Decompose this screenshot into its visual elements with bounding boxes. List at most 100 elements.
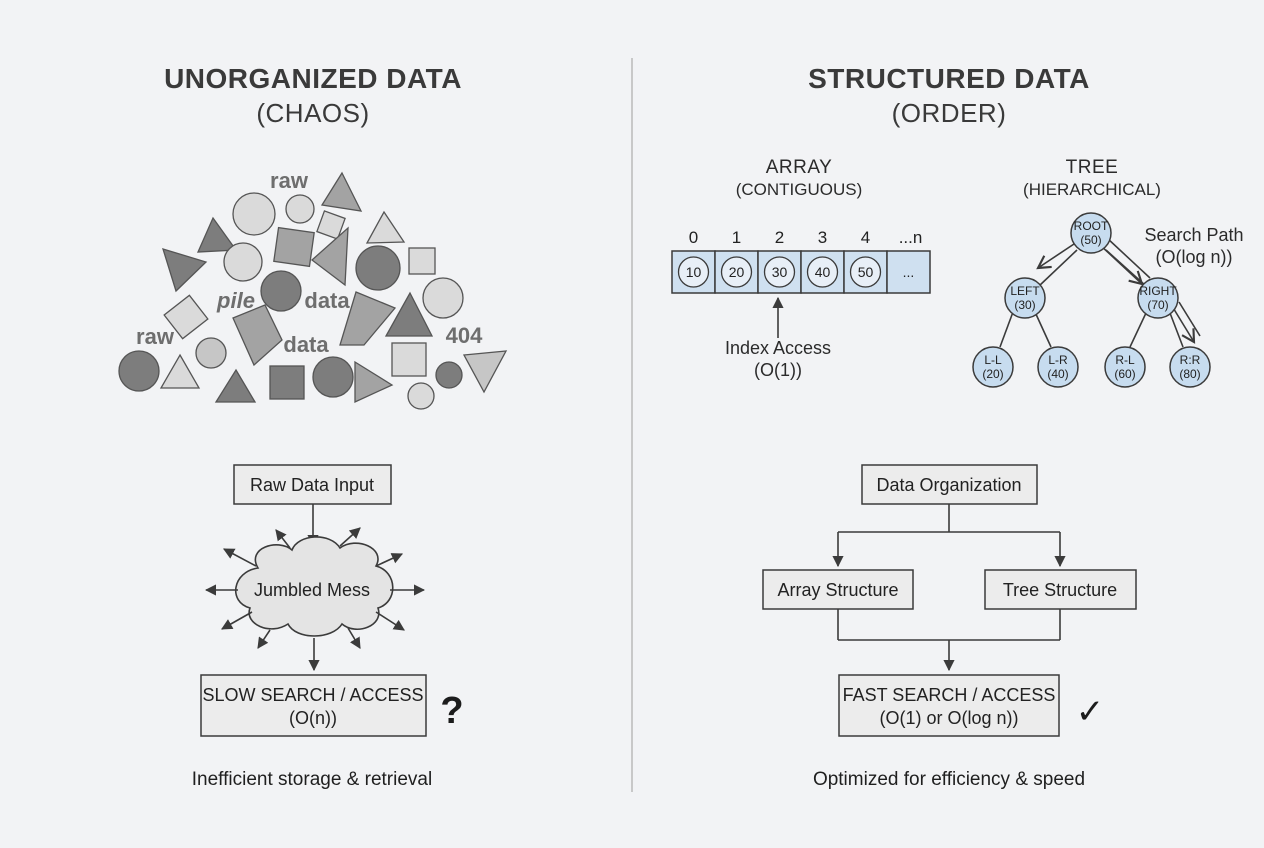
array-cell [886,250,931,294]
tree-node-circle [1137,277,1179,319]
search-path-arrow [1171,305,1196,344]
array-index: 1 [732,228,741,247]
jumbled-mess-cloud [234,536,394,637]
tree-structure-label: Tree Structure [1003,580,1117,600]
left-panel: UNORGANIZED DATA (CHAOS) [118,63,508,790]
raw-data-input-label: Raw Data Input [250,475,374,495]
tree-diagram: TREE (HIERARCHICAL) Search Path (O(log n… [972,157,1244,388]
raw-data-input-box [233,464,392,505]
chaos-word-raw: raw [136,324,175,349]
chaos-pile: raw pile data raw data 404 [118,168,508,410]
pile-triangle [365,210,406,244]
chaos-word-raw: raw [270,168,309,193]
index-access-complexity: (O(1)) [754,360,802,380]
pile-circle [118,350,160,392]
tree-node-rr: R:R (80) [1169,346,1211,388]
right-subtitle: (ORDER) [892,98,1007,128]
tree-node-name: L-L [984,353,1002,367]
pile-square [163,294,209,340]
tree-edge-right-rr [1169,312,1184,348]
slow-search-line2: (O(n)) [289,708,337,728]
pile-square [391,342,427,377]
pile-triangle [462,350,508,394]
array-value: 50 [858,264,874,280]
tree-edge-right-rl [1129,312,1147,348]
pile-circle [312,356,354,398]
tree-node-value: (50) [1080,233,1101,247]
array-value: 10 [686,264,702,280]
scatter-arrow [375,553,404,567]
slow-search-box [200,674,427,737]
array-value-circle [763,256,796,288]
left-caption: Inefficient storage & retrieval [192,769,432,790]
tree-node-lr: L-R (40) [1037,346,1079,388]
tree-edge-root-left [1038,249,1078,287]
jumbled-mess-label: Jumbled Mess [254,580,370,600]
checkmark-icon: ✓ [1076,693,1105,731]
fast-search-line1: FAST SEARCH / ACCESS [843,685,1056,705]
array-index: 2 [775,228,784,247]
pile-circle [260,270,302,312]
scatter-arrow [223,548,257,567]
tree-subtitle: (HIERARCHICAL) [1023,180,1161,199]
tree-structure-box [984,569,1137,610]
pile-square [273,226,315,268]
scatter-arrows [204,527,426,672]
tree-node-right: RIGHT (70) [1137,277,1179,319]
array-index: 3 [818,228,827,247]
array-structure-box [762,569,914,610]
tree-node-name: RIGHT [1139,284,1177,298]
tree-node-name: ROOT [1074,219,1109,233]
scatter-arrow [257,629,271,649]
search-path-arrow [1106,237,1151,279]
data-organization-label: Data Organization [876,475,1021,495]
array-diagram: ARRAY (CONTIGUOUS) 100201302403504......… [671,157,931,380]
scatter-arrow [347,627,361,649]
fast-search-line2: (O(1) or O(log n)) [879,708,1018,728]
chaos-word-pile: pile [216,288,255,313]
pile-circle [422,277,464,319]
array-index: 0 [689,228,698,247]
search-path-arrow [1178,301,1201,337]
array-value-circle [806,256,839,288]
pile-circle [195,337,227,369]
tree-node-name: R-L [1115,353,1135,367]
pile-triangle [162,248,208,293]
array-value-circle [677,256,710,288]
pile-square [408,247,436,275]
chaos-word-data: data [304,288,350,313]
right-caption: Optimized for efficiency & speed [813,769,1085,790]
array-title: ARRAY [766,157,833,178]
tree-node-rl: R-L (60) [1104,346,1146,388]
array-value: 20 [729,264,745,280]
tree-node-root: ROOT (50) [1070,212,1112,254]
search-path-label: Search Path [1144,225,1243,245]
pile-triangle [159,353,201,389]
right-panel: STRUCTURED DATA (ORDER) ARRAY (CONTIGUOU… [671,63,1244,790]
pile-triangle [214,368,257,403]
tree-node-name: L-R [1048,353,1068,367]
pile-triangle [320,171,363,212]
array-subtitle: (CONTIGUOUS) [736,180,863,199]
pile-square [269,365,305,400]
scatter-arrow [275,529,291,549]
pile-circle [435,361,463,389]
pile-circle [407,382,435,410]
index-access-label: Index Access [725,338,831,358]
tree-node-value: (60) [1114,367,1135,381]
pile-circle [355,245,401,291]
tree-node-value: (30) [1014,298,1035,312]
tree-title: TREE [1066,157,1119,178]
left-subtitle: (CHAOS) [256,98,369,128]
tree-node-circle [972,346,1014,388]
pile-square [316,210,346,240]
tree-node-name: R:R [1180,353,1201,367]
tree-node-value: (80) [1179,367,1200,381]
array-value-circle [849,256,882,288]
right-title: STRUCTURED DATA [808,63,1090,94]
search-path-complexity: (O(log n)) [1155,247,1232,267]
array-value: ... [903,264,915,280]
pile-triangle [310,226,349,287]
